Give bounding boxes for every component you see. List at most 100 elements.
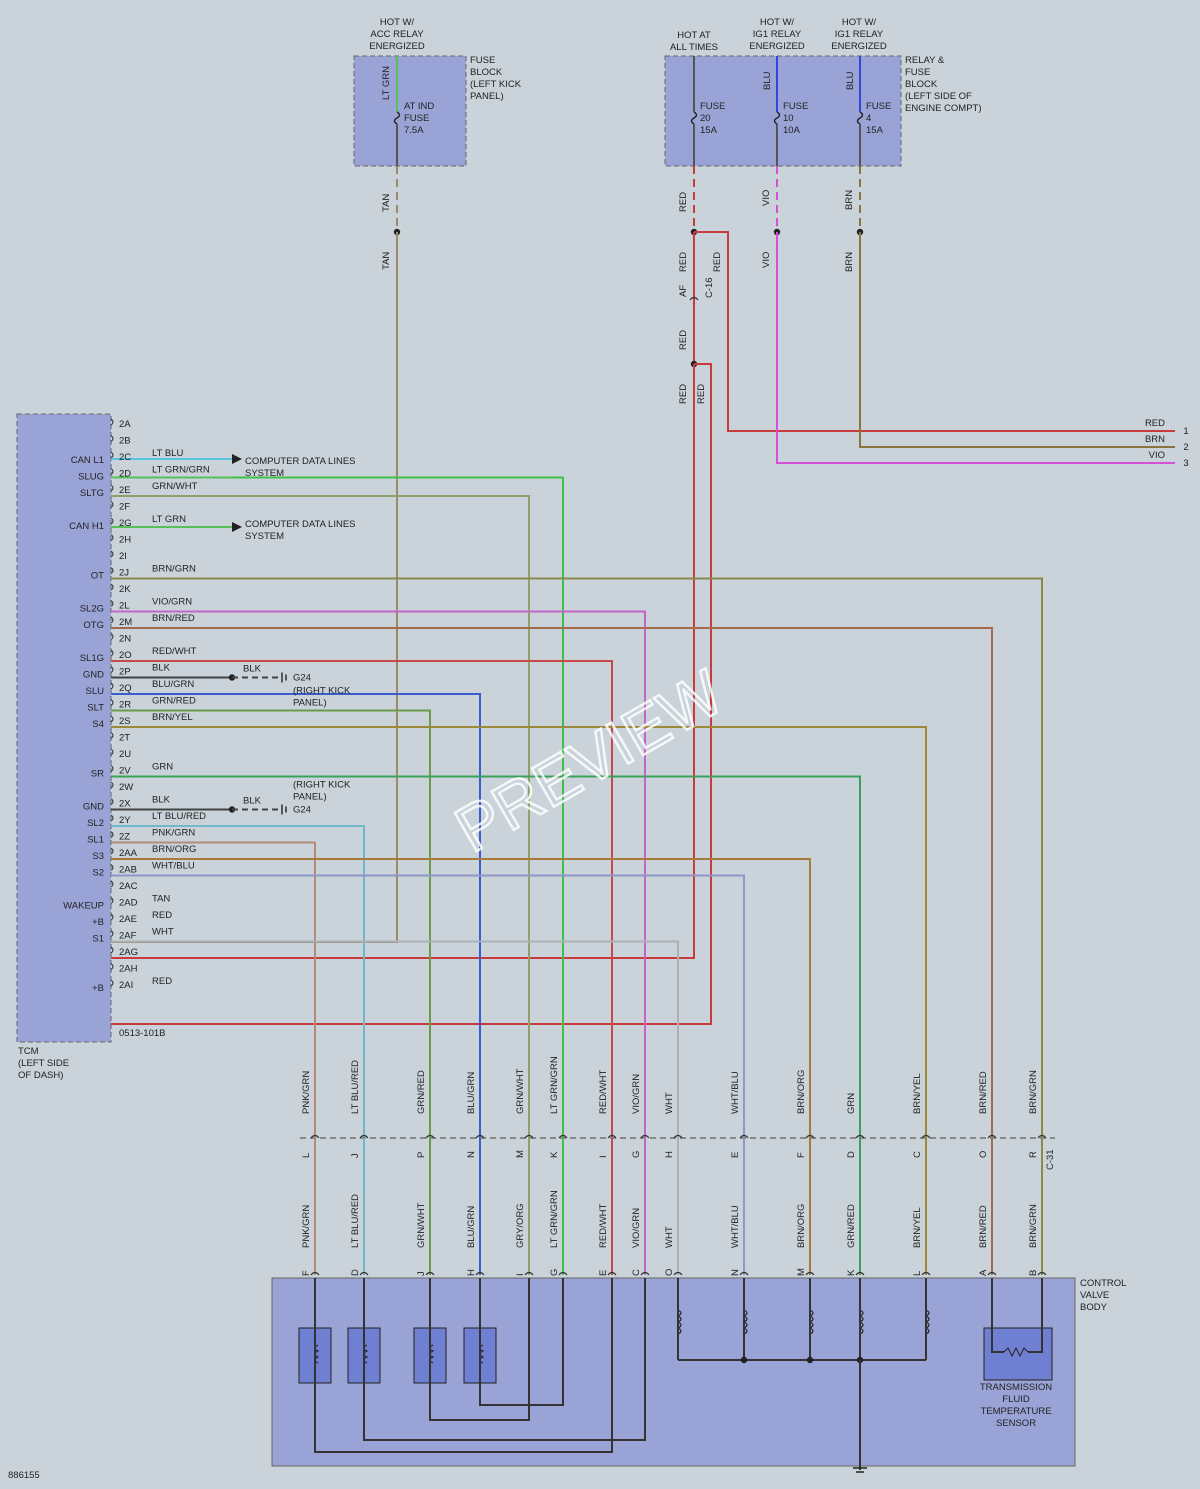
pin-terminal — [110, 468, 114, 475]
wire-label-lt-grn: LT GRN — [381, 66, 392, 100]
output-number: 2 — [1183, 442, 1188, 453]
tcm-wire-label: WHT/BLU — [152, 861, 195, 872]
fuse-10-label: 10 — [783, 113, 794, 124]
pin-terminal — [110, 864, 114, 871]
tcm-wire-label: BLU/GRN — [152, 679, 194, 690]
arrow-icon — [232, 454, 242, 464]
at-ind-fuse-label: 7.5A — [404, 125, 424, 136]
acc-relay-label: HOT W/ — [380, 17, 414, 28]
pin-terminal — [110, 484, 114, 492]
wire-tcm-to-valve — [111, 825, 365, 1138]
fuse-20-label: FUSE — [700, 101, 725, 112]
pin-terminal — [110, 913, 114, 921]
fuse-block-label: BLOCK — [470, 67, 503, 78]
relay-block-label: BLOCK — [905, 79, 938, 90]
relay-fuse-block-box — [664, 55, 902, 167]
fuse-block-box — [353, 55, 467, 167]
pin-terminal — [110, 831, 114, 838]
connector-symbol — [1037, 1271, 1047, 1276]
connector-c31-pin: D — [846, 1151, 857, 1158]
tcm-pin-label: 2K — [119, 584, 131, 595]
pin-terminal — [110, 930, 114, 937]
tcm-wire-label: BLK — [152, 663, 171, 674]
pin-terminal — [110, 880, 114, 888]
tcm-pin-label: 2L — [119, 601, 130, 612]
temperature-sensor-label: SENSOR — [996, 1418, 1036, 1429]
column-wire-label: BLU/GRN — [466, 1072, 477, 1114]
tcm-signal-label: CAN L1 — [71, 455, 104, 466]
tcm-pin-label: 2U — [119, 749, 131, 760]
valve-pin-label: M — [796, 1268, 807, 1276]
column-wire-label: LT BLU/RED — [350, 1194, 361, 1248]
control-valve-box — [271, 1277, 1076, 1467]
wire-tcm-to-valve — [111, 874, 745, 1138]
pin-terminal — [110, 781, 114, 789]
connector-symbol — [524, 1271, 534, 1276]
tcm-signal-label: WAKEUP — [63, 901, 104, 912]
valve-pin-label: G — [549, 1269, 560, 1276]
wire-tcm-to-valve — [111, 841, 316, 1138]
wire-tcm-to-valve — [232, 476, 564, 1138]
wire-label-red: RED — [678, 192, 689, 212]
tcm-signal-label: SLT — [87, 703, 104, 714]
valve-pin-label: C — [631, 1269, 642, 1276]
pin-terminal — [110, 418, 114, 426]
tcm-pin-label: 2J — [119, 568, 129, 579]
connector-symbol — [640, 1134, 650, 1139]
pin-terminal — [110, 765, 114, 772]
pin-terminal — [110, 699, 114, 706]
tcm-signal-label: SLUG — [78, 472, 104, 483]
pin-terminal — [110, 715, 114, 723]
pin-terminal — [110, 897, 114, 904]
wire-label-brn: BRN — [844, 252, 855, 272]
output-number: 3 — [1183, 458, 1188, 469]
fuse-20-label: 15A — [700, 125, 718, 136]
computer-data-lines-label: SYSTEM — [245, 531, 284, 542]
tcm-pin-label: 2I — [119, 551, 127, 562]
tcm-pin-label: 2W — [119, 782, 133, 793]
column-wire-label: LT GRN/GRN — [549, 1056, 560, 1114]
control-valve-label: CONTROL — [1080, 1278, 1126, 1289]
ground-icon — [853, 1467, 867, 1473]
wire-tcm-to-valve — [111, 660, 613, 1138]
tcm-signal-label: SL2G — [80, 604, 104, 615]
pin-terminal — [110, 847, 114, 855]
wire-label-tan: TAN — [381, 252, 392, 270]
tcm-signal-label: +B — [92, 917, 104, 928]
column-wire-label: RED/WHT — [598, 1203, 609, 1248]
valve-pin-label: H — [466, 1269, 477, 1276]
pin-terminal — [110, 550, 114, 558]
column-wire-label: GRN/WHT — [515, 1068, 526, 1114]
connector-symbol — [689, 296, 699, 301]
connector-c31-pin: L — [301, 1153, 312, 1158]
connector-symbol — [673, 1134, 683, 1139]
column-wire-label: RED/WHT — [598, 1069, 609, 1114]
pin-terminal — [110, 649, 114, 657]
tcm-signal-label: SL1G — [80, 653, 104, 664]
fuse-block-label: (LEFT KICK — [470, 79, 522, 90]
splice-dot — [806, 1356, 814, 1364]
connector-symbol — [558, 1134, 568, 1139]
pin-terminal — [110, 682, 114, 690]
at-ind-fuse-label: AT IND — [404, 101, 434, 112]
column-wire-label: VIO/GRN — [631, 1074, 642, 1114]
wire-label-tan: TAN — [381, 194, 392, 212]
relay-block-label: ENGINE COMPT) — [905, 103, 982, 114]
thermistor-icon — [1003, 1346, 1029, 1358]
tcm-pin-label: 2G — [119, 518, 132, 529]
column-wire-label: WHT — [664, 1092, 675, 1114]
tcm-pin-label: 2H — [119, 535, 131, 546]
connector-symbol — [359, 1134, 369, 1139]
column-wire-label: WHT — [664, 1226, 675, 1248]
ig1-relay-label: IG1 RELAY — [835, 29, 884, 40]
wire-tcm-to-valve — [111, 693, 481, 1138]
connector-c31-label: C-31 — [1045, 1149, 1056, 1170]
pin-terminal — [110, 979, 114, 987]
tcm-pin-label: 2AG — [119, 947, 138, 958]
control-valve-label: VALVE — [1080, 1290, 1109, 1301]
wire-label-brn: BRN — [844, 190, 855, 210]
ground-location-label: (RIGHT KICK — [293, 780, 351, 791]
connector-symbol — [987, 1271, 997, 1276]
tcm-wire-label: RED — [152, 910, 172, 921]
